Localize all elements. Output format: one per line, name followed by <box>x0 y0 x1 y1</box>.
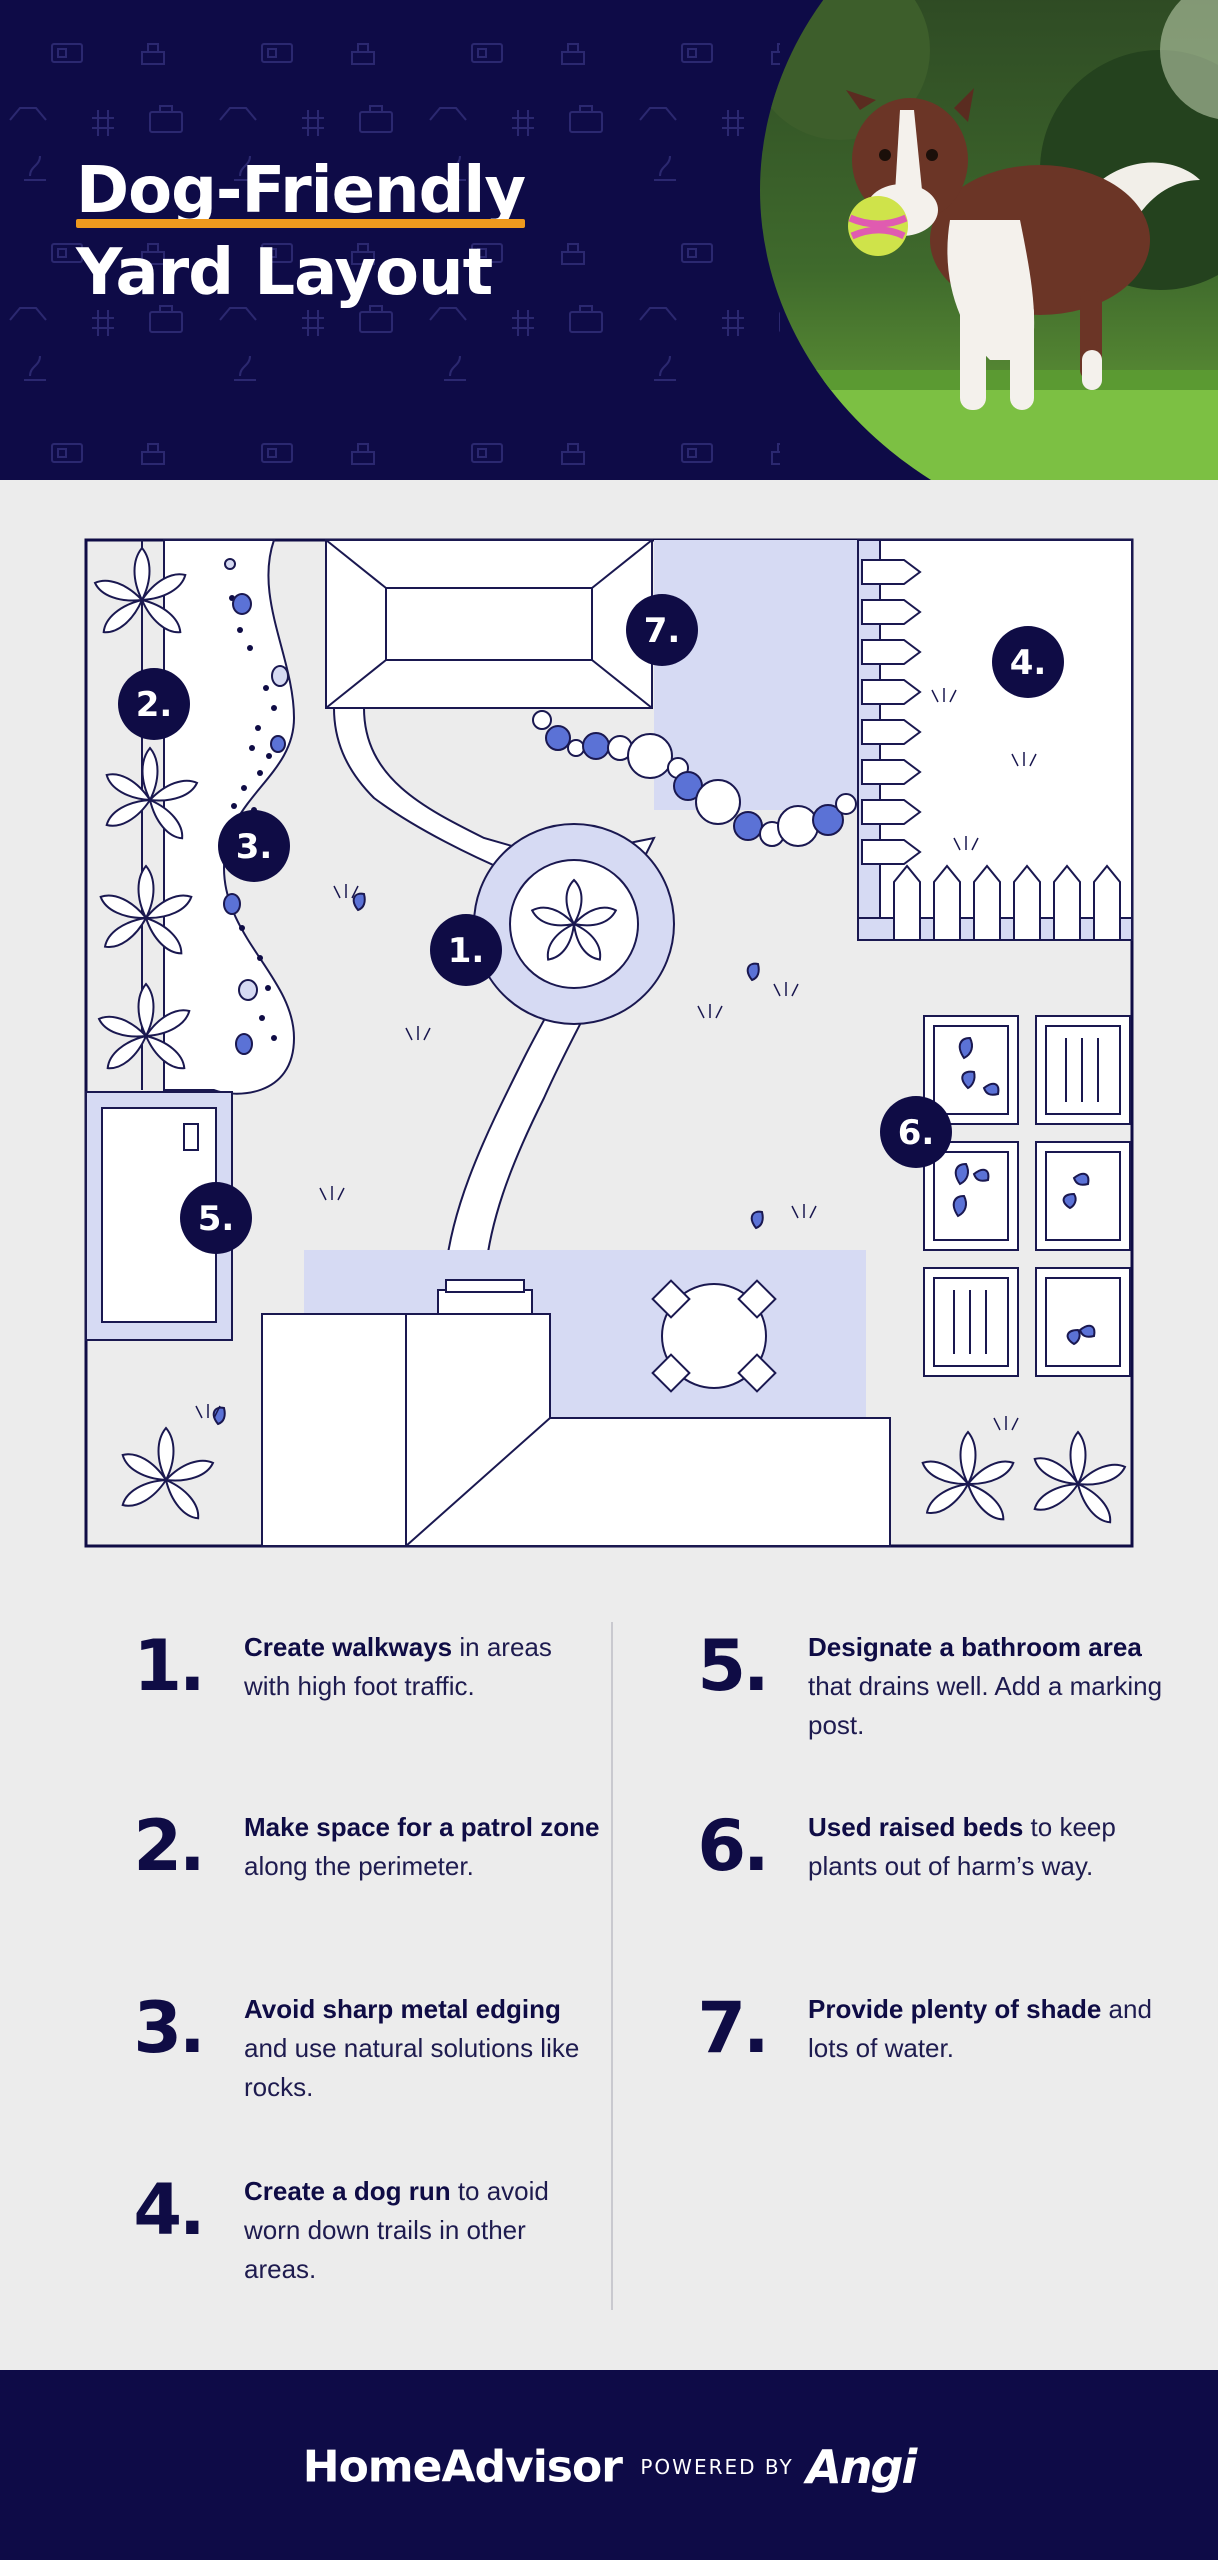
sprout-icons <box>212 892 1096 1426</box>
marker-5: 5. <box>180 1182 252 1254</box>
house <box>261 1313 891 1547</box>
steps-list: 1. Create walkways in areas with high fo… <box>0 1600 1218 2320</box>
step-text: Designate a bathroom area that drains we… <box>808 1632 1163 1740</box>
powered-by-label: POWERED BY <box>640 2455 794 2479</box>
svg-text:3.: 3. <box>236 827 273 867</box>
step-number: 6. <box>697 1805 769 1887</box>
step-number: 5. <box>697 1625 769 1707</box>
step-text: Used raised beds to keep plants out of h… <box>808 1812 1116 1881</box>
svg-text:5.: 5. <box>198 1199 235 1239</box>
marker-7: 7. <box>626 594 698 666</box>
svg-text:7.: 7. <box>644 611 681 651</box>
step-text: Provide plenty of shade and lots of wate… <box>808 1994 1152 2063</box>
step-number: 2. <box>133 1805 205 1887</box>
step-text: Create a dog run to avoid worn down trai… <box>244 2176 549 2284</box>
marker-2: 2. <box>118 668 190 740</box>
brand-logo: HomeAdvisor POWERED BY Angi <box>0 2440 1218 2494</box>
marking-post <box>183 1123 199 1151</box>
step-number: 7. <box>697 1987 769 2069</box>
step-number: 4. <box>133 2169 205 2251</box>
title-line-2: Yard Layout <box>76 236 493 310</box>
title-line-1: Dog-Friendly <box>76 150 526 232</box>
brand-name: HomeAdvisor <box>302 2441 623 2493</box>
partner-logo: Angi <box>806 2440 917 2494</box>
svg-text:1.: 1. <box>448 931 485 971</box>
svg-text:2.: 2. <box>136 685 173 725</box>
grass-tufts <box>195 688 1037 1431</box>
icon-pattern <box>0 0 780 480</box>
step-text: Avoid sharp metal edging and use natural… <box>244 1994 580 2102</box>
step-text: Create walkways in areas with high foot … <box>244 1632 552 1701</box>
marker-3: 3. <box>218 810 290 882</box>
step-text: Make space for a patrol zone along the p… <box>244 1812 600 1881</box>
rocks <box>229 595 277 1041</box>
center-flower-icon <box>530 878 618 961</box>
marker-4: 4. <box>992 626 1064 698</box>
step-number: 3. <box>133 1987 205 2069</box>
yard-plan-diagram: 1. 2. 3. 4. 5. 6. 7. <box>84 538 1134 1548</box>
footer: HomeAdvisor POWERED BY Angi <box>0 2370 1218 2560</box>
header-banner: Dog-Friendly Yard Layout <box>0 0 1218 480</box>
column-divider <box>611 1622 613 2310</box>
page-title: Dog-Friendly Yard Layout <box>76 150 526 314</box>
dog-photo <box>760 0 1218 480</box>
svg-text:4.: 4. <box>1010 643 1047 683</box>
plan-markers: 1. 2. 3. 4. 5. 6. 7. <box>118 594 1064 1254</box>
marker-6: 6. <box>880 1096 952 1168</box>
flower-icons <box>93 546 1127 1524</box>
marker-1: 1. <box>430 914 502 986</box>
fence-pickets <box>861 559 1121 941</box>
rock-edge-bed <box>163 539 296 1095</box>
svg-text:6.: 6. <box>898 1113 935 1153</box>
blue-stones <box>223 558 289 1055</box>
step-number: 1. <box>133 1625 205 1707</box>
patio-table <box>661 1283 767 1389</box>
water-stones <box>532 710 857 847</box>
raised-beds <box>923 1015 1131 1377</box>
